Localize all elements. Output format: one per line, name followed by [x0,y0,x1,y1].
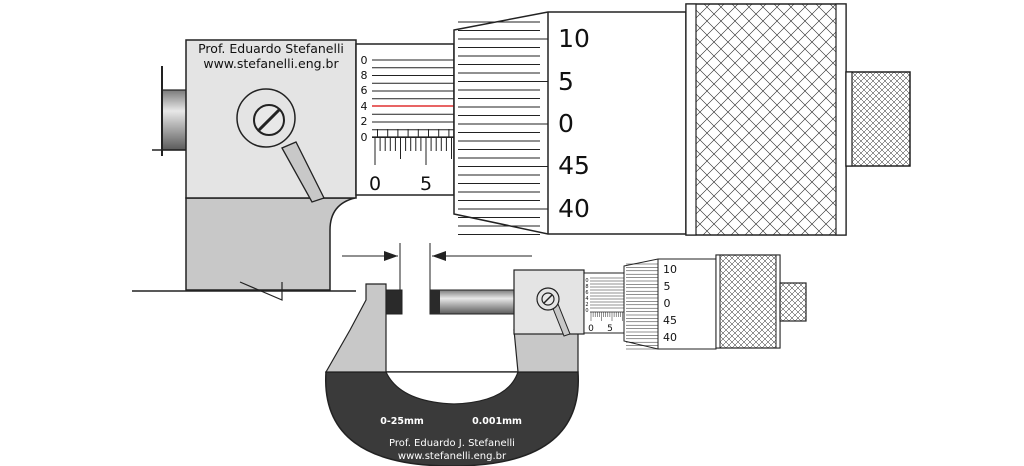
sleeve-scale [372,129,458,165]
thimble-knurl [685,3,847,236]
small-vernier-label: 0 [585,278,588,284]
small-sleeve [583,272,625,334]
small-vernier-label: 8 [585,284,588,290]
sleeve-label: 0 [369,173,381,195]
small-micrometer: 0 8 6 4 2 0 0 5 10 5 0 45 40 0-25mm 0.00… [324,243,807,466]
vernier-label: 0 [361,54,368,67]
vernier-label: 0 [361,131,368,144]
small-vernier-label: 0 [585,308,588,314]
vernier-label: 6 [361,84,368,97]
thimble-label: 0 [558,109,574,138]
ratchet [845,71,911,167]
small-thimble-label: 0 [664,297,671,310]
sleeve-label: 5 [420,173,432,195]
small-ratchet [779,282,807,322]
small-thimble-label: 5 [664,280,671,293]
frame-pillar [513,329,579,373]
vernier-labels: 0 8 6 4 2 0 [361,54,368,144]
small-thimble-label: 45 [663,314,677,327]
credit-url: www.stefanelli.eng.br [203,56,339,71]
vernier-label: 4 [361,100,368,113]
small-thimble-label: 10 [663,263,677,276]
small-vernier-scale [590,277,624,309]
frame-credit-url: www.stefanelli.eng.br [398,451,507,462]
credit-name: Prof. Eduardo Stefanelli [198,41,344,56]
frame-inner [385,371,519,405]
large-micrometer: Prof. Eduardo Stefanelli www.stefanelli.… [132,3,911,301]
small-sleeve-label: 5 [607,324,613,334]
resolution-label: 0.001mm [472,416,522,427]
range-label: 0-25mm [380,416,424,427]
small-sleeve-scale [590,311,624,321]
thimble-label: 45 [558,151,590,180]
small-thimble-scale [626,263,658,350]
vernier-label: 8 [361,69,368,82]
thimble-label: 40 [558,194,590,223]
small-sleeve-label: 0 [588,324,594,334]
lock-lever [236,88,325,203]
gap-indicator [342,243,532,290]
small-thimble-knurl [715,254,781,349]
frame-lower-block [185,197,356,291]
sleeve [355,43,455,196]
small-vernier-label: 6 [585,290,588,296]
small-vernier-label: 4 [585,296,588,302]
small-lock-lever [536,287,571,337]
vernier-label: 2 [361,115,368,128]
frame-credit-name: Prof. Eduardo J. Stefanelli [389,438,515,449]
small-vernier-label: 2 [585,302,588,308]
thimble-label: 5 [558,67,574,96]
spindle [429,289,517,315]
anvil [385,289,403,315]
thimble-scale [458,21,548,235]
small-thimble-label: 40 [663,331,677,344]
thimble-label: 10 [558,24,590,53]
anvil-pillar [324,283,387,373]
spindle-stub [152,66,189,156]
